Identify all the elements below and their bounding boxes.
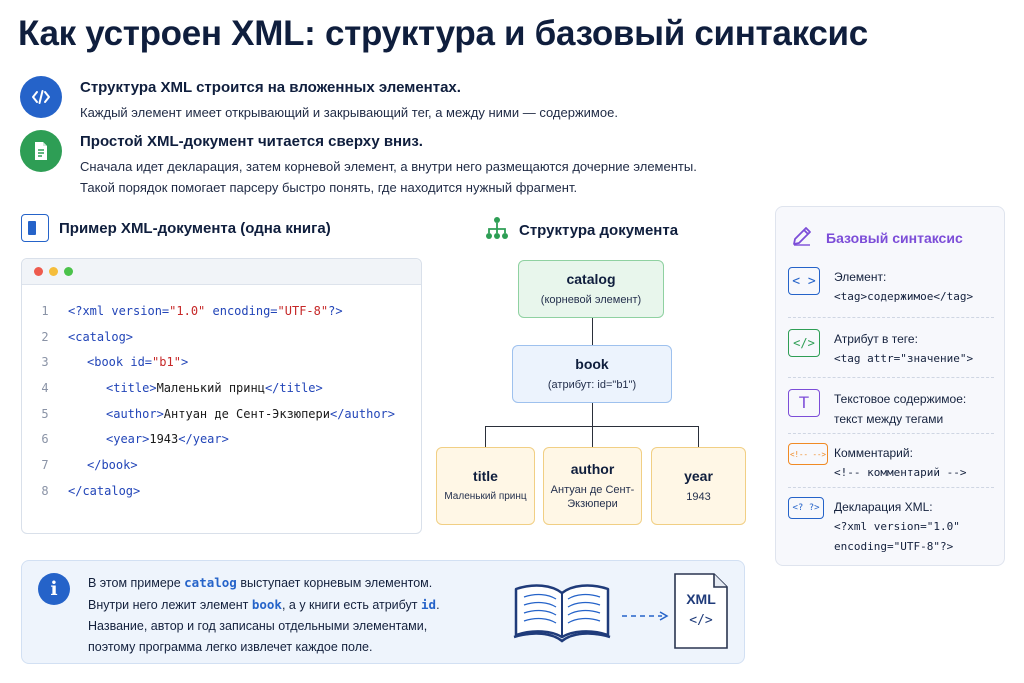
syntax-item-element: < > Элемент:<tag>содержимое</tag>: [788, 267, 994, 307]
tree-node-author: author Антуан де Сент-Экзюпери: [543, 447, 642, 525]
intro-heading: Структура XML строится на вложенных элем…: [80, 79, 461, 96]
tree-node-title: title Маленький принц: [436, 447, 535, 525]
document-icon: [20, 130, 62, 172]
close-dot: [34, 267, 43, 276]
structure-section-header: Структура документа: [485, 216, 678, 244]
window-titlebar: [22, 259, 421, 285]
info-box: i В этом примере catalog выступает корне…: [21, 560, 745, 664]
code-line: 3<book id="b1">: [41, 355, 189, 370]
example-title: Пример XML-документа (одна книга): [59, 219, 331, 237]
structure-title: Структура документа: [519, 221, 679, 239]
tree-node-book: book (атрибут: id="b1"): [512, 345, 672, 403]
info-icon: i: [38, 573, 70, 605]
open-book-icon: [512, 579, 612, 648]
syntax-item-declaration: <? ?> Декларация XML:<?xml version="1.0"…: [788, 497, 994, 557]
code-line: 8</catalog>: [41, 483, 141, 498]
attribute-icon: </>: [788, 329, 820, 357]
syntax-item-comment: <!-- --> Комментарий:<!-- комментарий --…: [788, 443, 994, 483]
tree-node-year: year 1943: [651, 447, 746, 525]
syntax-item-text: T Текстовое содержимое:текст между тегам…: [788, 389, 994, 429]
code-window: 1<?xml version="1.0" encoding="UTF-8"?> …: [21, 258, 422, 534]
intro-text: Такой порядок помогает парсеру быстро по…: [80, 180, 578, 195]
xml-file-icon: XML </>: [672, 571, 730, 651]
example-section-header: Пример XML-документа (одна книга): [21, 214, 331, 242]
xml-file-label: XML: [686, 591, 716, 607]
comment-icon: <!-- -->: [788, 443, 828, 465]
xml-file-glyph: </>: [689, 613, 713, 628]
code-line: 6<year>1943</year>: [41, 432, 229, 447]
intro-text: Каждый элемент имеет открывающий и закры…: [80, 105, 618, 120]
code-block: 1<?xml version="1.0" encoding="UTF-8"?> …: [22, 285, 421, 504]
syntax-header: Базовый синтаксис: [790, 224, 963, 251]
code-icon: [20, 76, 62, 118]
declaration-icon: <? ?>: [788, 497, 824, 519]
pencil-icon: [790, 224, 814, 251]
intro-item-nesting: Структура XML строится на вложенных элем…: [20, 76, 780, 123]
tree-icon: [485, 216, 509, 244]
syntax-item-attribute: </> Атрибут в теге:<tag attr="значение">: [788, 329, 994, 369]
text-icon: T: [788, 389, 820, 417]
syntax-panel: Базовый синтаксис < > Элемент:<tag>содер…: [775, 206, 1005, 566]
intro-item-reading-order: Простой XML-документ читается сверху вни…: [20, 130, 780, 198]
info-text: В этом примере catalog выступает корневы…: [88, 575, 440, 654]
code-line: 4<title>Маленький принц</title>: [41, 380, 323, 395]
code-line: 7</book>: [41, 457, 138, 472]
intro-text: Сначала идет декларация, затем корневой …: [80, 159, 697, 174]
code-line: 1<?xml version="1.0" encoding="UTF-8"?>: [41, 303, 343, 318]
code-window-icon: [21, 214, 49, 242]
intro-heading: Простой XML-документ читается сверху вни…: [80, 133, 423, 150]
minimize-dot: [49, 267, 58, 276]
maximize-dot: [64, 267, 73, 276]
code-line: 5<author>Антуан де Сент-Экзюпери</author…: [41, 406, 395, 421]
page-title: Как устроен XML: структура и базовый син…: [18, 14, 868, 53]
code-line: 2<catalog>: [41, 329, 134, 344]
tree-node-catalog: catalog (корневой элемент): [518, 260, 664, 318]
element-icon: < >: [788, 267, 820, 295]
arrow-icon: [620, 609, 670, 627]
